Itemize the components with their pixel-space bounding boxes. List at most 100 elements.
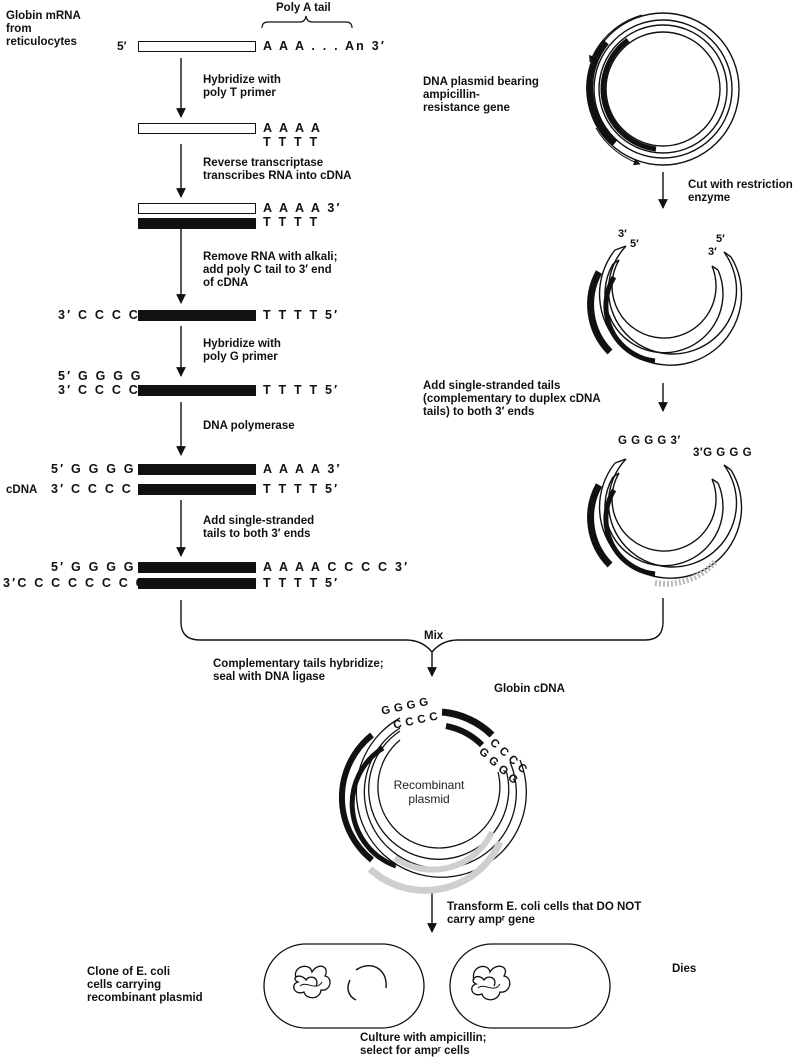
plasmid-g-tail-left: G G G G 3′: [618, 435, 681, 447]
row5-c-tail: 3′ C C C C: [58, 383, 140, 397]
plasmid-description: DNA plasmid bearing ampicillin- resistan…: [423, 76, 539, 115]
step-line: of cDNA: [203, 277, 249, 289]
recombinant-label-line: plasmid: [408, 792, 450, 806]
step-transform: Transform E. coli cells that DO NOT carr…: [447, 901, 641, 927]
step-remove-rna: Remove RNA with alkali; add poly C tail …: [203, 251, 337, 290]
step-line: Hybridize with: [203, 338, 281, 350]
step-reverse-transcriptase: Reverse transcriptase transcribes RNA in…: [203, 157, 351, 183]
dies-label: Dies: [672, 963, 697, 975]
mrna-poly-a: A A A . . . An 3′: [263, 39, 387, 53]
mrna-label-line: from: [6, 23, 32, 35]
cut-end-5-prime: 5′: [630, 238, 639, 250]
plasmid-label-line: DNA plasmid bearing: [423, 76, 539, 88]
cdna-strand-row4: [138, 310, 256, 321]
clone-label-line: cells carrying: [87, 979, 162, 991]
clone-label: Clone of E. coli cells carrying recombin…: [87, 966, 203, 1005]
step-culture-ampicillin: Culture with ampicillin; select for ampʳ…: [360, 1032, 487, 1058]
step-line: select for ampʳ cells: [360, 1045, 470, 1057]
cut-end-5-prime-right: 5′: [716, 233, 725, 245]
mix-label: Mix: [424, 630, 444, 642]
step-hybridize-ligase: Complementary tails hybridize; seal with…: [213, 658, 384, 684]
mrna-strand: [138, 41, 256, 52]
step-add-tails-cdna: Add single-stranded tails to both 3′ end…: [203, 515, 314, 541]
cdna-strand-row5: [138, 385, 256, 396]
cdna-strand-row3: [138, 218, 256, 229]
cut-end-3-prime-right: 3′: [708, 246, 717, 258]
row2-a-tail: A A A A: [263, 121, 323, 135]
poly-a-tail-label: Poly A tail: [276, 2, 331, 14]
step-line: add poly C tail to 3′ end: [203, 264, 332, 276]
row7-a-c-tail: A A A A C C C C 3′: [263, 560, 410, 574]
poly-a-bracket: [261, 15, 353, 29]
clone-label-line: Clone of E. coli: [87, 966, 171, 978]
mrna-source-label: Globin mRNA from reticulocytes: [6, 10, 81, 49]
rna-strand-row3: [138, 203, 256, 214]
cdna-label: cDNA: [6, 484, 38, 496]
rna-strand-row2: [138, 123, 256, 134]
recombinant-label-line: Recombinant: [393, 778, 465, 792]
plasmid-cut: [587, 245, 743, 366]
clone-label-line: recombinant plasmid: [87, 992, 203, 1004]
cut-amp-gene-outer: [587, 270, 613, 355]
recombinant-insert-inner: [445, 723, 485, 748]
mrna-5-end: 5′: [117, 39, 127, 53]
recombinant-plasmid-graphic: [338, 708, 527, 894]
tailed-amp-gene-inner: [603, 488, 656, 577]
tailed-cdna-bottom: [138, 578, 256, 589]
row7-t-end: T T T T 5′: [263, 576, 340, 590]
row3-a-tail: A A A A 3′: [263, 201, 342, 215]
row6-g-end: 5′ G G G G: [51, 462, 136, 476]
tailed-amp-gene-outer: [587, 483, 613, 568]
step-line: Complementary tails hybridize;: [213, 658, 384, 670]
step-line: Remove RNA with alkali;: [203, 251, 338, 263]
row7-g-end: 5′ G G G G: [51, 560, 136, 574]
row5-t-tail: T T T T 5′: [263, 383, 340, 397]
globin-cdna-label: Globin cDNA: [494, 683, 565, 695]
step-cut-restriction: Cut with restriction enzyme: [688, 179, 793, 205]
amp-gene-outer: [586, 39, 618, 146]
plasmid-label-line: ampicillin-: [423, 89, 480, 101]
plasmid-label-line: resistance gene: [423, 102, 510, 114]
row5-g-primer: 5′ G G G G: [58, 369, 143, 383]
dsdna-top-row6: [138, 464, 256, 475]
step-dna-polymerase: DNA polymerase: [203, 420, 295, 432]
recombinant-insert-outer: [441, 708, 495, 738]
mrna-label-line: Globin mRNA: [6, 10, 81, 22]
recombinant-plasmid-label: Recombinant plasmid: [384, 778, 474, 806]
mrna-label-line: reticulocytes: [6, 36, 77, 48]
step-line: Reverse transcriptase: [203, 157, 324, 169]
plasmid-intact: [586, 12, 740, 166]
cut-amp-gene-inner: [603, 275, 656, 364]
ecoli-cell-clone: [263, 943, 425, 1029]
step-line: poly T primer: [203, 87, 276, 99]
step-line: transcribes RNA into cDNA: [203, 170, 352, 182]
row6-a-end: A A A A 3′: [263, 462, 342, 476]
row6-c-end: 3′ C C C C: [51, 482, 133, 496]
step-line: tails to both 3′ ends: [203, 528, 311, 540]
step-line: carry ampʳ gene: [447, 914, 535, 926]
step-line: Transform E. coli cells that DO NOT: [447, 901, 642, 913]
tailed-cdna-top: [138, 562, 256, 573]
row2-t-primer: T T T T: [263, 135, 320, 149]
step-line: (complementary to duplex cDNA: [423, 393, 601, 405]
ecoli-cell-dies: [449, 943, 611, 1029]
step-line: tails) to both 3′ ends: [423, 406, 535, 418]
cut-end-3-prime: 3′: [618, 228, 627, 240]
step-add-tails-plasmid: Add single-stranded tails (complementary…: [423, 380, 601, 419]
step-hybridize-poly-t: Hybridize with poly T primer: [203, 74, 281, 100]
step-line: poly G primer: [203, 351, 278, 363]
row4-c-tail: 3′ C C C C: [58, 308, 140, 322]
step-line: Hybridize with: [203, 74, 281, 86]
tailed-dotted-segment: [654, 559, 718, 587]
amp-gene-inner: [600, 37, 657, 152]
step-line: seal with DNA ligase: [213, 671, 326, 683]
step-line: Culture with ampicillin;: [360, 1032, 487, 1044]
plasmid-tailed: [587, 458, 743, 587]
plasmid-g-tail-right: 3′G G G G: [693, 447, 753, 459]
row7-c-tail: 3′C C C C C C C C: [3, 576, 147, 590]
row3-t-tail: T T T T: [263, 215, 320, 229]
row6-t-end: T T T T 5′: [263, 482, 340, 496]
row4-t-tail: T T T T 5′: [263, 308, 340, 322]
